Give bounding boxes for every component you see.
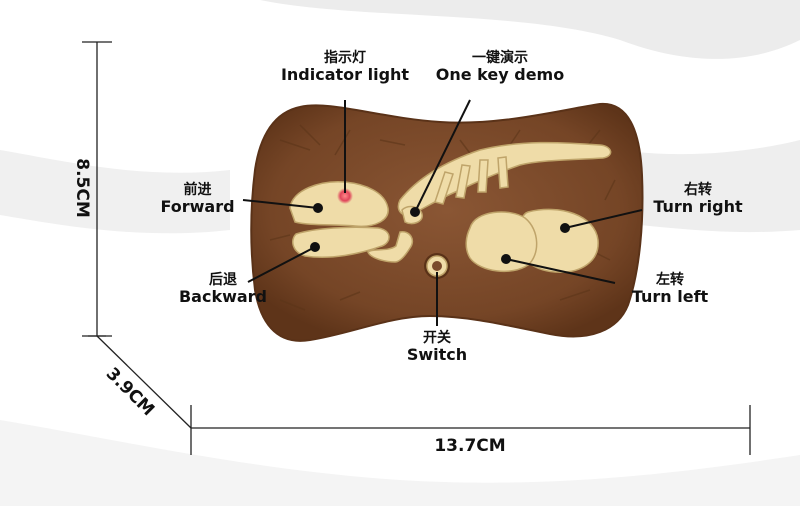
controller-body xyxy=(250,102,644,342)
turn-right-zh: 右转 xyxy=(684,182,712,198)
turn-left-zh: 左转 xyxy=(656,272,684,288)
callout-lines xyxy=(242,99,643,326)
switch-en: Switch xyxy=(406,345,468,365)
indicator-light-label: 指示灯 Indicator light xyxy=(270,50,420,84)
one-key-demo-zh: 一键演示 xyxy=(472,50,528,66)
indicator-light-en: Indicator light xyxy=(280,65,410,85)
backward-label: 后退 Backward xyxy=(168,272,278,306)
turn-left-pad xyxy=(465,211,538,272)
height-dimension-label: 8.5CM xyxy=(72,158,92,218)
leg-bone xyxy=(367,231,414,263)
body-texture xyxy=(269,124,616,311)
turn-right-label: 右转 Turn right xyxy=(643,182,753,216)
switch-zh: 开关 xyxy=(423,330,451,346)
turn-left-label: 左转 Turn left xyxy=(620,272,720,306)
backward-zh: 后退 xyxy=(209,272,237,288)
one-key-demo-label: 一键演示 One key demo xyxy=(430,50,570,84)
backward-en: Backward xyxy=(178,287,268,307)
width-dimension-label: 13.7CM xyxy=(434,436,506,456)
turn-right-en: Turn right xyxy=(653,197,743,217)
one-key-demo-en: One key demo xyxy=(435,65,565,85)
switch-ring xyxy=(424,253,450,279)
dimension-lines xyxy=(82,41,751,455)
switch-label: 开关 Switch xyxy=(392,330,482,364)
forward-en: Forward xyxy=(160,197,235,217)
skull-bone xyxy=(289,181,389,228)
indicator-led xyxy=(337,188,353,204)
forward-zh: 前进 xyxy=(183,182,212,198)
turn-left-en: Turn left xyxy=(631,287,709,307)
forward-label: 前进 Forward xyxy=(150,182,245,216)
rib-bone xyxy=(434,156,509,205)
indicator-light-zh: 指示灯 xyxy=(324,50,366,66)
